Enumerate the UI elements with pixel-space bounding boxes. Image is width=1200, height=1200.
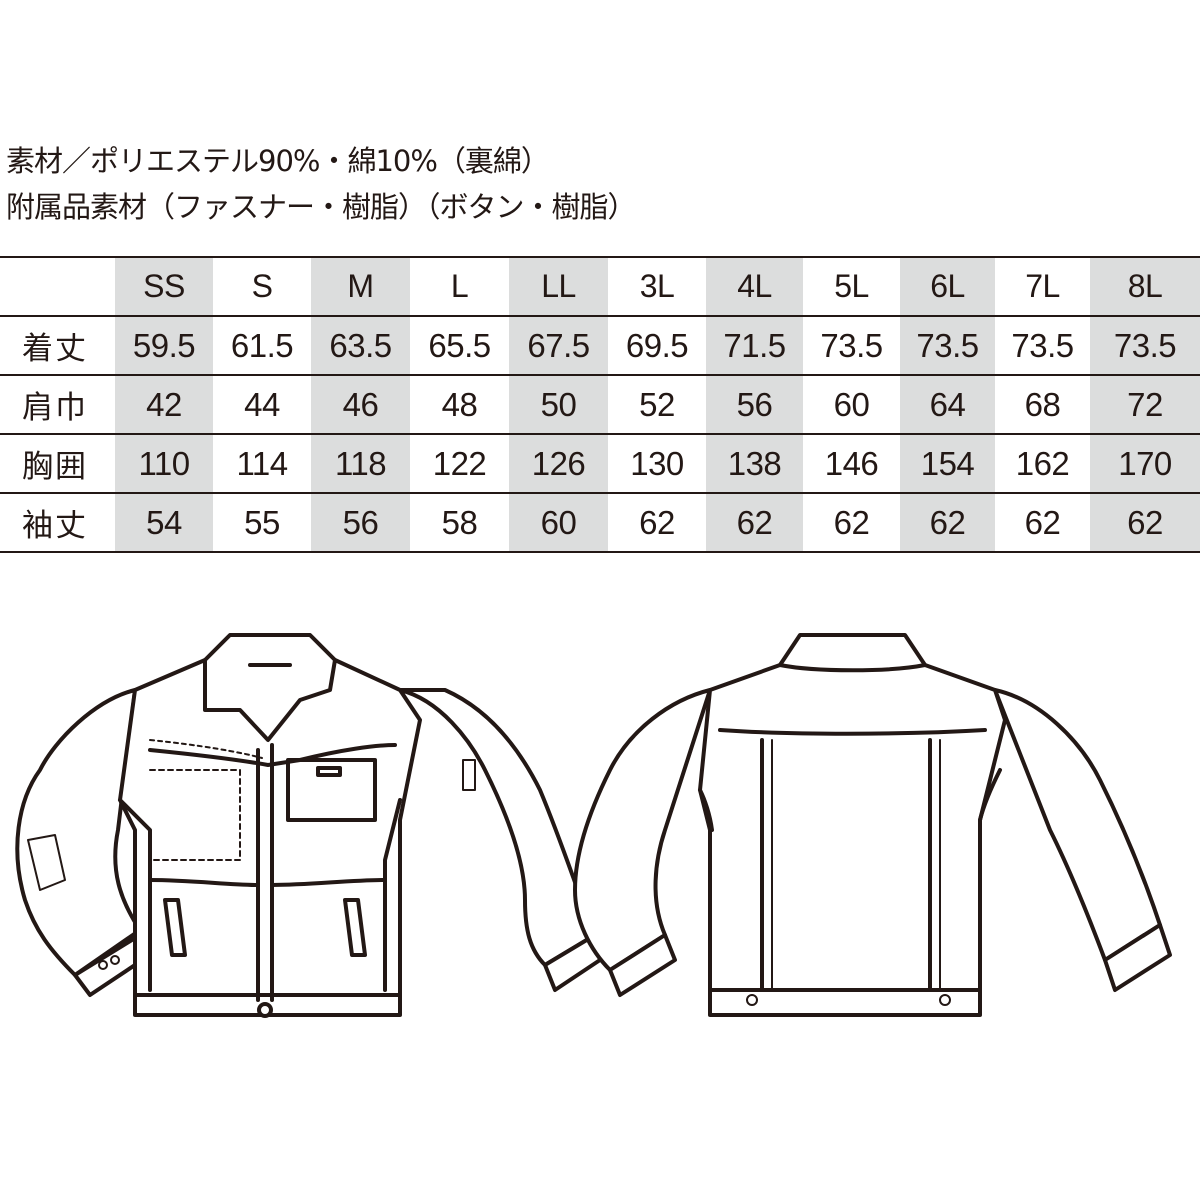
- front-collar: [203, 633, 337, 742]
- table-cell: 68: [995, 374, 1090, 435]
- table-cell: 62: [995, 492, 1090, 553]
- table-cell: 58: [410, 492, 509, 553]
- table-cell: 60: [803, 374, 900, 435]
- table-cell: 130: [608, 433, 706, 494]
- table-cell: 170: [1090, 433, 1200, 494]
- size-header: 8L: [1090, 256, 1200, 317]
- table-cell: 59.5: [115, 315, 213, 376]
- size-header: 7L: [995, 256, 1090, 317]
- table-cell: 62: [608, 492, 706, 553]
- table-row: 肩巾 42 44 46 48 50 52 56 60 64 68 72: [0, 374, 1200, 435]
- table-cell: 154: [900, 433, 995, 494]
- table-cell: 126: [509, 433, 608, 494]
- size-header: M: [311, 256, 410, 317]
- table-row: 胸囲 110 114 118 122 126 130 138 146 154 1…: [0, 433, 1200, 494]
- jacket-front-illustration: [15, 633, 602, 1018]
- size-header: 5L: [803, 256, 900, 317]
- table-cell: 60: [509, 492, 608, 553]
- front-right-pocket: [343, 898, 367, 957]
- front-button: [257, 1002, 273, 1018]
- size-header: S: [213, 256, 311, 317]
- table-cell: 110: [115, 433, 213, 494]
- back-collar: [778, 633, 927, 673]
- size-header: SS: [115, 256, 213, 317]
- table-cell: 138: [706, 433, 803, 494]
- table-cell: 62: [706, 492, 803, 553]
- table-cell: 67.5: [509, 315, 608, 376]
- size-header: 3L: [608, 256, 706, 317]
- table-cell: 73.5: [995, 315, 1090, 376]
- material-line-2: 附属品素材（ファスナー・樹脂）（ボタン・樹脂）: [6, 190, 637, 224]
- back-right-cuff: [1103, 923, 1172, 992]
- size-header: LL: [509, 256, 608, 317]
- table-cell: 56: [311, 492, 410, 553]
- table-row: 着丈 59.5 61.5 63.5 65.5 67.5 69.5 71.5 73…: [0, 315, 1200, 376]
- table-cell: 61.5: [213, 315, 311, 376]
- table-cell: 52: [608, 374, 706, 435]
- table-cell: 44: [213, 374, 311, 435]
- size-header: L: [410, 256, 509, 317]
- size-table: SS S M L LL 3L 4L 5L 6L 7L 8L 着丈 59.5 61…: [0, 256, 1200, 553]
- table-cell: 73.5: [900, 315, 995, 376]
- jacket-back-illustration: [573, 633, 1172, 1017]
- table-cell: 73.5: [803, 315, 900, 376]
- table-cell: 118: [311, 433, 410, 494]
- table-cell: 64: [900, 374, 995, 435]
- table-cell: 46: [311, 374, 410, 435]
- table-cell: 56: [706, 374, 803, 435]
- table-cell: 114: [213, 433, 311, 494]
- row-label: 胸囲: [0, 433, 115, 494]
- table-cell: 55: [213, 492, 311, 553]
- back-button-right: [939, 994, 951, 1006]
- table-cell: 65.5: [410, 315, 509, 376]
- table-cell: 71.5: [706, 315, 803, 376]
- table-cell: 42: [115, 374, 213, 435]
- front-left-sleeve: [15, 688, 142, 977]
- table-cell: 62: [900, 492, 995, 553]
- back-left-sleeve: [573, 688, 712, 972]
- back-right-sleeve: [993, 688, 1162, 962]
- size-header-row: SS S M L LL 3L 4L 5L 6L 7L 8L: [0, 256, 1200, 317]
- front-left-pocket: [163, 898, 187, 957]
- material-line-1: 素材／ポリエステル90%・綿10%（裏綿）: [6, 144, 550, 178]
- back-button-left: [746, 994, 758, 1006]
- table-cell: 63.5: [311, 315, 410, 376]
- table-cell: 62: [803, 492, 900, 553]
- table-cell: 72: [1090, 374, 1200, 435]
- front-chest-pocket: [286, 758, 377, 822]
- garment-illustrations: [15, 633, 1172, 1018]
- table-cell: 73.5: [1090, 315, 1200, 376]
- size-header: 6L: [900, 256, 995, 317]
- size-header: 4L: [706, 256, 803, 317]
- back-left-cuff: [608, 933, 677, 997]
- row-label: 袖丈: [0, 492, 115, 553]
- header-empty: [0, 256, 115, 317]
- row-label: 肩巾: [0, 374, 115, 435]
- row-label: 着丈: [0, 315, 115, 376]
- table-cell: 54: [115, 492, 213, 553]
- table-row: 袖丈 54 55 56 58 60 62 62 62 62 62 62: [0, 492, 1200, 553]
- table-cell: 162: [995, 433, 1090, 494]
- table-cell: 50: [509, 374, 608, 435]
- table-cell: 62: [1090, 492, 1200, 553]
- table-cell: 48: [410, 374, 509, 435]
- back-body: [698, 638, 1007, 1017]
- table-cell: 122: [410, 433, 509, 494]
- front-right-sleeve: [398, 688, 597, 967]
- table-cell: 69.5: [608, 315, 706, 376]
- table-cell: 146: [803, 433, 900, 494]
